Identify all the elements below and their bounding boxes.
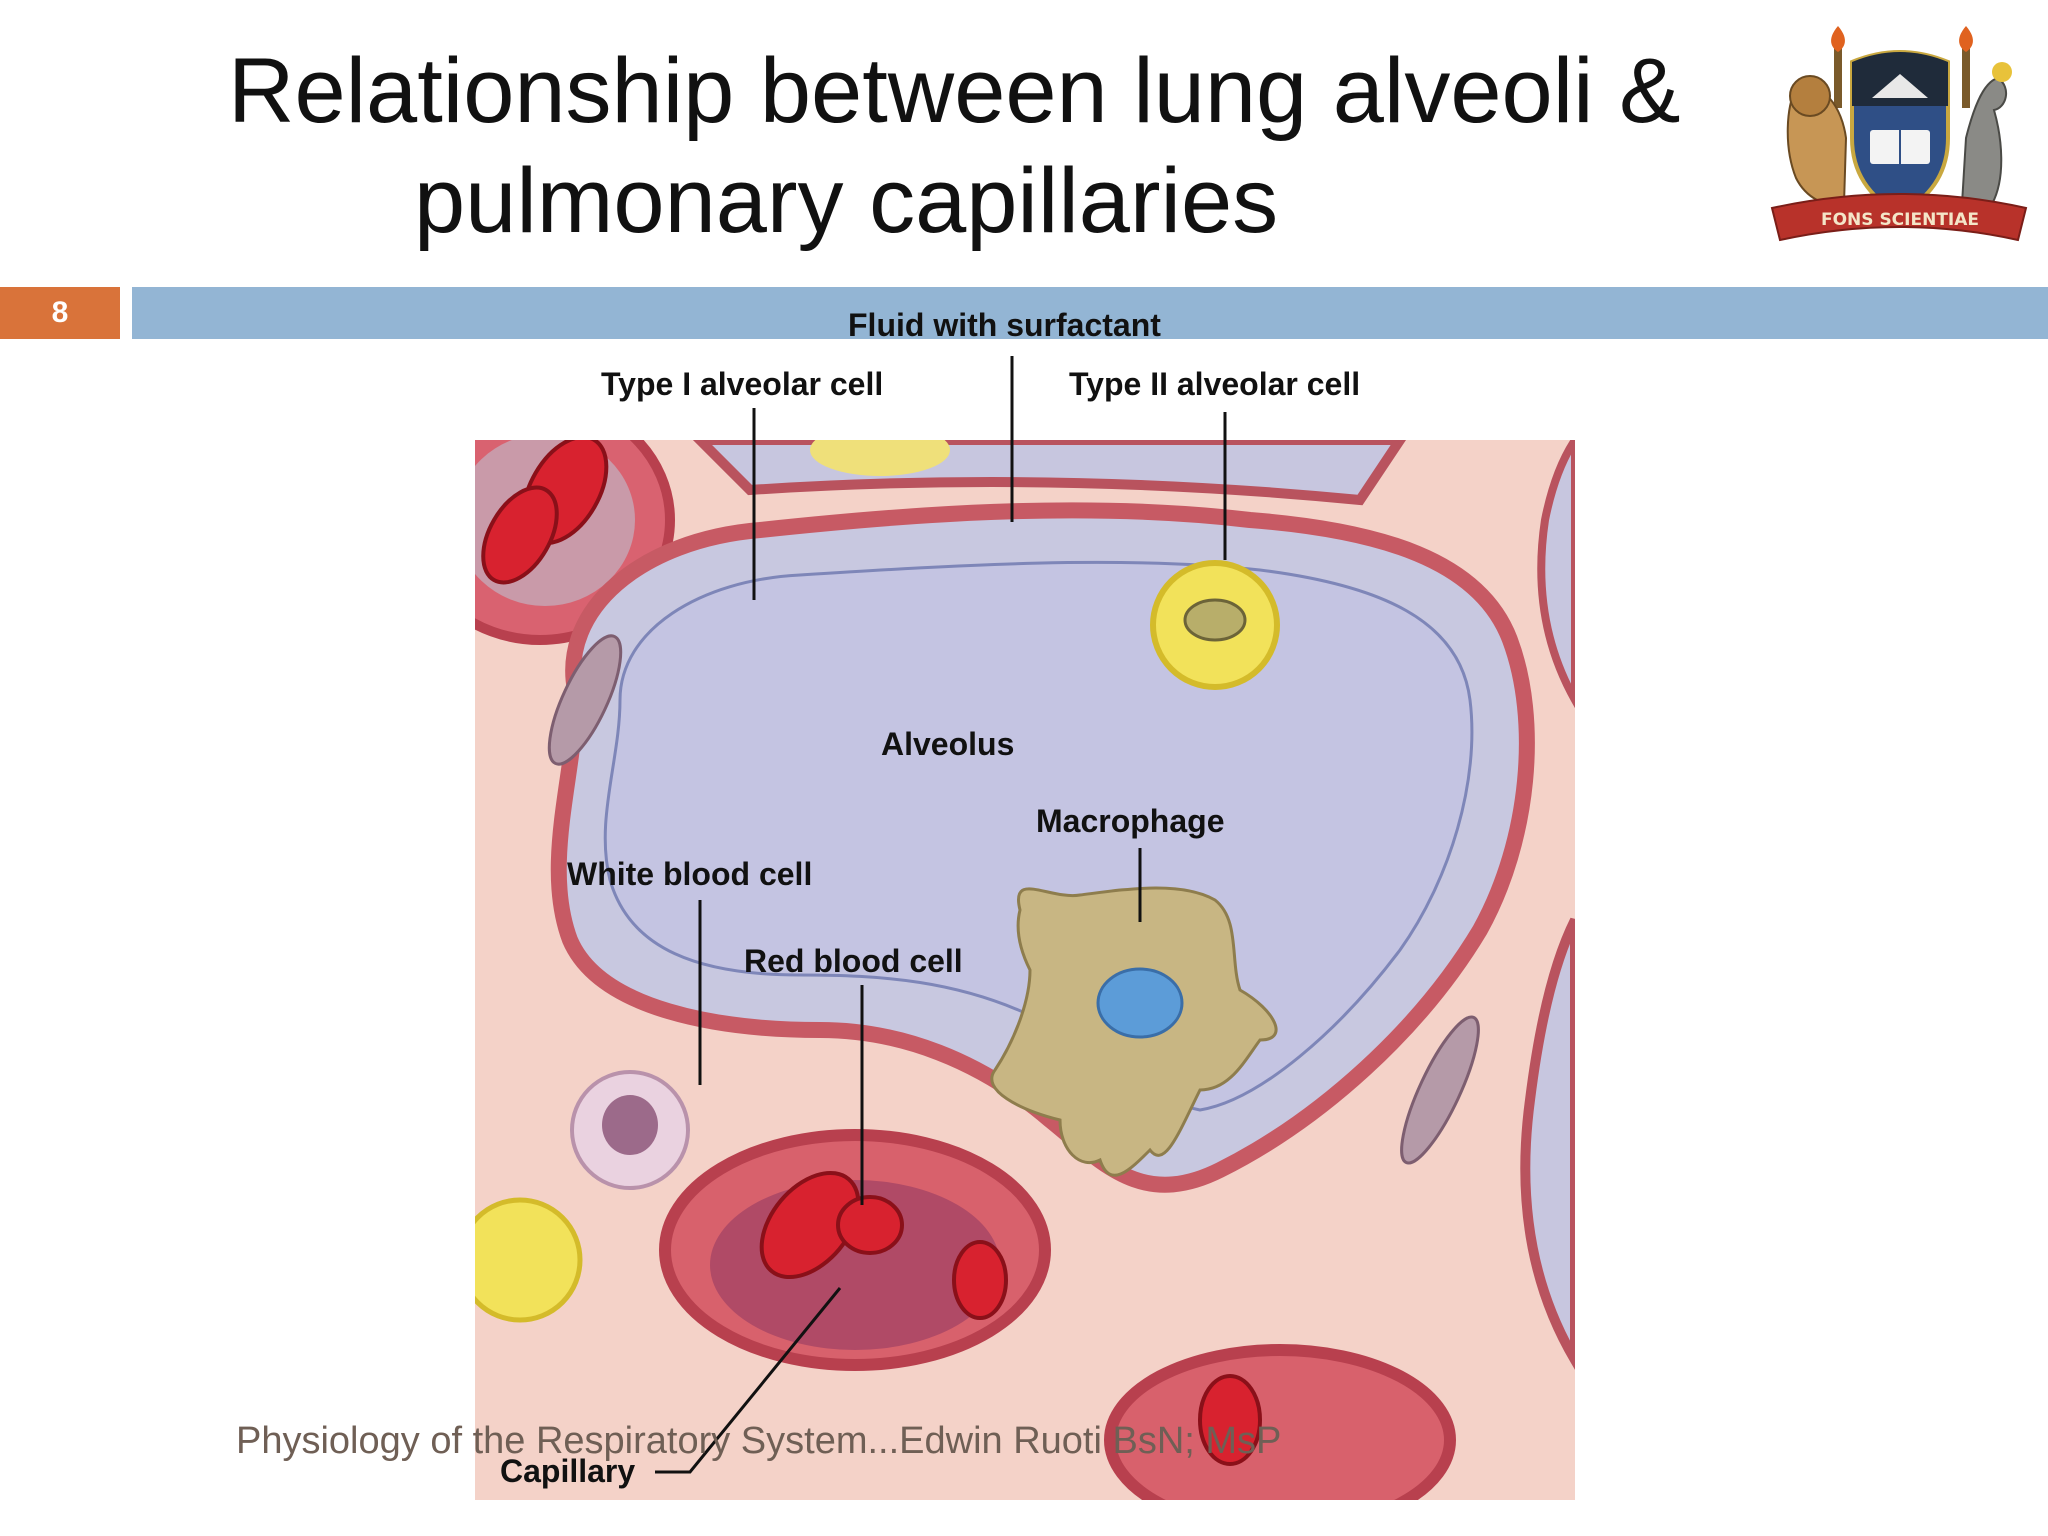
slide-title-line1: Relationship between lung alveoli & (228, 40, 1681, 142)
label-capillary: Capillary (500, 1453, 636, 1489)
slide-title-line2: pulmonary capillaries (414, 150, 1279, 252)
crest-motto: FONS SCIENTIAE (1821, 210, 1979, 230)
rbc (1198, 1374, 1262, 1466)
slide-number: 8 (0, 287, 120, 339)
label-fluid-with-surfactant: Fluid with surfactant (848, 307, 1161, 343)
label-type-i-alveolar-cell: Type I alveolar cell (601, 366, 884, 402)
label-white-blood-cell: White blood cell (567, 856, 813, 892)
label-macrophage: Macrophage (1036, 803, 1225, 839)
university-crest-logo: FONS SCIENTIAE (1770, 26, 2028, 242)
slide-footer: Physiology of the Respiratory System...E… (236, 1420, 1282, 1462)
label-red-blood-cell: Red blood cell (744, 943, 963, 979)
header-bar (132, 287, 2048, 339)
label-alveolus: Alveolus (881, 726, 1015, 762)
leader-capillary (655, 1287, 842, 1474)
label-type-ii-alveolar-cell: Type II alveolar cell (1069, 366, 1361, 402)
rbc (759, 1170, 861, 1280)
rbc (836, 1195, 904, 1255)
rbc (481, 485, 559, 585)
rbc (952, 1240, 1008, 1320)
slide-title: Relationship between lung alveoli & pulm… (0, 36, 1760, 256)
